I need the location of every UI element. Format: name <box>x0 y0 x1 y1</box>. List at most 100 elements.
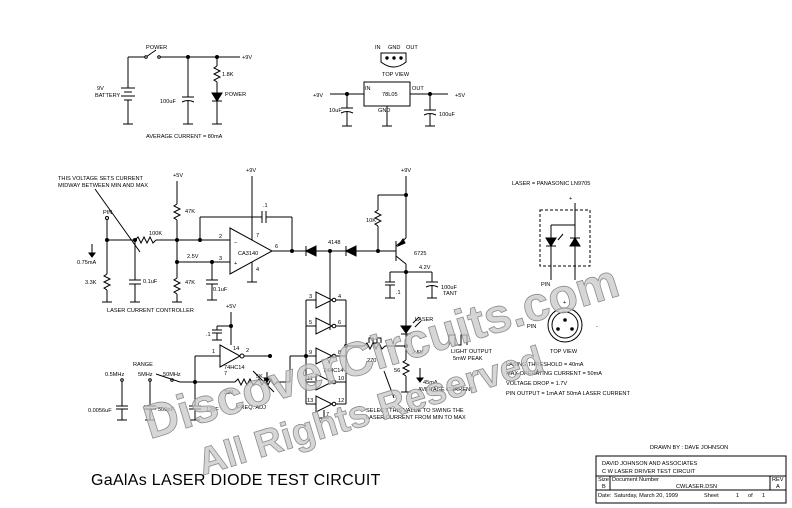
controller-pin-resistor: 3.3K <box>85 280 97 286</box>
laser-minus-bottom: - <box>596 324 598 330</box>
driver-series-resistor: 270 <box>367 358 376 364</box>
buffer-pin-10: 10 <box>338 376 344 382</box>
tb-sheet: 1 <box>736 493 739 499</box>
opamp-part: CA3140 <box>238 251 258 257</box>
driver-sense-voltage: 2.5V <box>412 350 424 356</box>
tb-rev: A <box>776 484 780 490</box>
laser-package-section: LASER = PANASONIC LN9705 + PIN - + PIN -… <box>512 181 598 355</box>
opamp-pin6: 6 <box>275 244 278 250</box>
reg-part: 78L05 <box>382 92 398 98</box>
reg-input-voltage: +9V <box>313 93 323 99</box>
battery-voltage: 9V <box>97 86 104 92</box>
controller-pin-label: PIN <box>103 210 112 216</box>
opamp-plus: + <box>234 261 237 267</box>
controller-pin-current: 0.75mA <box>77 260 97 266</box>
driver-tant-label: TANT <box>443 291 458 297</box>
controller-r-bottom: 47K <box>185 280 195 286</box>
tb-date: Saturday, March 20, 1999 <box>614 493 678 499</box>
tb-circuit: C W LASER DRIVER TEST CIRCUIT <box>602 469 696 475</box>
buffer-pin-6: 6 <box>338 320 341 326</box>
laser-part-title: LASER = PANASONIC LN9705 <box>512 181 590 187</box>
buffer-pin-13: 13 <box>307 398 313 404</box>
osc-vcc-cap: .1 <box>206 332 211 338</box>
driver-rail: +9V <box>401 168 411 174</box>
drawn-by: DRAWN BY : DAVE JOHNSON <box>650 445 728 451</box>
opamp-pin4: 4 <box>256 267 259 273</box>
laser-minus-top: - <box>578 282 580 288</box>
buffer-pin-9: 9 <box>309 350 312 356</box>
power-led-label: POWER <box>225 92 246 98</box>
power-resistor-value: 1.8K <box>222 72 234 78</box>
power-average-current: AVERAGE CURRENT = 80mA <box>146 134 223 140</box>
circuit-title: GaAlAs LASER DIODE TEST CIRCUIT <box>91 472 381 489</box>
reg-output-voltage: +5V <box>455 93 465 99</box>
opamp-rail: +9V <box>246 168 256 174</box>
osc-pin7: 7 <box>224 371 227 377</box>
tb-of-label: of <box>748 493 753 499</box>
driver-bypass-cap: .1 <box>396 290 401 296</box>
opamp-pin3: 3 <box>219 256 222 262</box>
tb-company: DAVID JOHNSON AND ASSOCIATES <box>602 461 697 467</box>
controller-diode: 4148 <box>328 240 340 246</box>
osc-cap-2: 500pF <box>158 407 174 413</box>
osc-chip: 74HC14 <box>224 365 245 371</box>
reg-gnd-label: GND <box>378 108 390 114</box>
buffer-pin-7: 7 <box>326 412 329 418</box>
driver-laser-label: LASER <box>415 317 433 323</box>
reg-cap-in: 10uF <box>329 108 342 114</box>
power-rail-label: +9V <box>242 55 252 61</box>
osc-resistor: 330 <box>224 390 233 396</box>
buffer-pin-3: 3 <box>309 294 312 300</box>
controller-r-top: 47K <box>185 209 195 215</box>
opamp-feedback-cap: .1 <box>263 203 268 209</box>
osc-cap-1: 0.0056uF <box>88 408 112 414</box>
tb-size: B <box>602 484 606 490</box>
buffer-pin-12: 12 <box>338 398 344 404</box>
battery-label: BATTERY <box>95 93 121 99</box>
driver-avg-current: 45mA <box>423 380 438 386</box>
controller-note-line1: THIS VOLTAGE SETS CURRENT <box>58 176 144 182</box>
osc-pot: 5K <box>256 374 263 380</box>
tb-size-label: Size <box>598 477 609 483</box>
tb-date-label: Date: <box>598 493 612 499</box>
controller-label: LASER CURRENT CONTROLLER <box>107 308 194 314</box>
reg-top-view: TOP VIEW <box>382 72 410 78</box>
spec-max-current: MAX OPERATING CURRENT = 50mA <box>506 371 602 377</box>
reg-in-label: IN <box>365 86 371 92</box>
opamp-pin2: 2 <box>219 234 222 240</box>
osc-pin1: 1 <box>212 349 215 355</box>
oscillator-section: +5V .1 14 74HC14 1 2 7 330 5K FREQ. ADJ … <box>88 291 348 421</box>
driver-select-note1: SELECT THIS VALUE TO SWING THE <box>366 408 464 414</box>
laser-pin-bottom: PIN <box>527 324 536 330</box>
controller-ref-voltage: 2.5V <box>187 254 199 260</box>
osc-cap-3: 12pF <box>206 407 219 413</box>
controller-section: THIS VOLTAGE SETS CURRENT MIDWAY BETWEEN… <box>58 168 396 330</box>
buffer-chip: 74HC14 <box>323 368 344 374</box>
controller-pin-cap: 0.1uF <box>143 279 158 285</box>
spec-threshold: LASING THRESHOLD = 40mA <box>506 362 584 368</box>
osc-range-label: RANGE <box>133 362 153 368</box>
reg-pin-out: OUT <box>406 45 418 51</box>
tb-rev-label: REV <box>772 477 784 483</box>
osc-pin14: 14 <box>233 346 239 352</box>
controller-series-resistor: 100K <box>149 231 162 237</box>
buffer-pin-5: 5 <box>309 320 312 326</box>
laser-pin-left: PIN <box>541 282 550 288</box>
reg-pin-gnd: GND <box>388 45 400 51</box>
laser-plus: + <box>569 196 572 202</box>
osc-pin2: 2 <box>246 348 249 354</box>
power-cap-value: 100uF <box>160 99 176 105</box>
buffer-pin-4: 4 <box>338 294 341 300</box>
driver-sense-resistor: 56 <box>394 368 400 374</box>
reg-cap-out: 100uF <box>439 112 455 118</box>
osc-pot-label: FREQ. ADJ <box>237 405 266 411</box>
driver-section: +9V 10K 6725 4.2V .1 100uF TANT <box>346 168 493 421</box>
title-block: DRAWN BY : DAVE JOHNSON DAVID JOHNSON AN… <box>595 445 787 504</box>
driver-peak: 5mW PEAK <box>453 356 483 362</box>
osc-range-2: 5MHz <box>138 372 153 378</box>
laser-plus-bottom: + <box>563 300 566 306</box>
buffer-pin-8: 8 <box>338 350 341 356</box>
laser-specs: LASING THRESHOLD = 40mA MAX OPERATING CU… <box>506 362 630 397</box>
spec-pin-output: PIN OUTPUT = 1mA AT 50mA LASER CURRENT <box>506 391 630 397</box>
